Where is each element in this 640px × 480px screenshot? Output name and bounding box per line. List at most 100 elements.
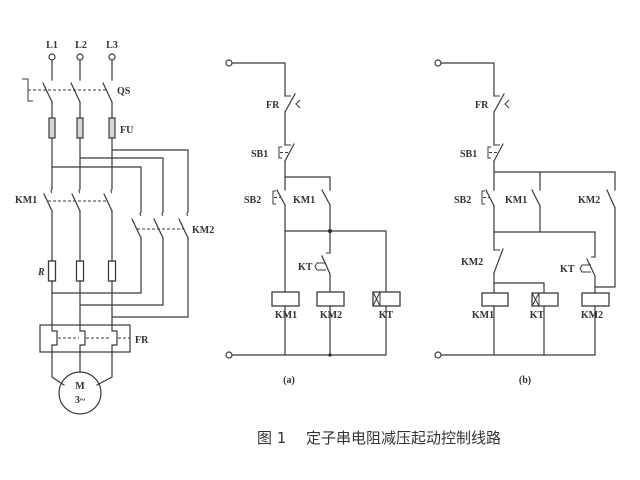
time-delay-coil-icon <box>372 291 381 307</box>
coil-km1 <box>481 292 509 307</box>
tap-wire-l2 <box>79 157 164 213</box>
km1-contact-label: KM1 <box>293 195 315 206</box>
km1-contact-label: KM1 <box>505 195 527 206</box>
supply-terminal-top <box>225 59 233 67</box>
coil-km2-label: KM2 <box>320 310 342 321</box>
control-circuit-b: FR SB1 SB2 KM1 KM2 KM2 KT <box>434 59 616 386</box>
junction-dot <box>328 229 332 233</box>
return-wire-l2 <box>79 237 164 306</box>
coil-km2 <box>581 292 610 307</box>
contactor-km2-main-contacts <box>131 211 189 239</box>
motor-leads <box>51 351 113 386</box>
fr-nc-contact-blade <box>284 93 296 113</box>
figure-title: 定子串电阻减压起动控制线路 <box>306 429 501 447</box>
terminal-l1 <box>48 53 56 61</box>
isolator-qs <box>22 59 113 103</box>
sb1-contact-blade <box>493 143 504 162</box>
supply-terminal-bottom <box>434 351 442 359</box>
wire <box>440 305 596 356</box>
supply-terminal-bottom <box>225 351 233 359</box>
resistor-l1 <box>47 260 57 282</box>
sb1-label: SB1 <box>460 149 477 160</box>
coil-km1 <box>271 291 300 307</box>
wire <box>231 62 286 97</box>
km2-nc-contact-blade <box>493 248 504 274</box>
control-circuit-a: FR SB1 SB2 KM1 KT KM1 KM2 KT <box>225 59 401 386</box>
pushbutton-icon <box>278 146 282 159</box>
caption-b: (b) <box>519 375 531 386</box>
pushbutton-icon <box>487 146 491 159</box>
time-delay-icon <box>579 264 591 273</box>
kt-contact-blade <box>321 255 331 275</box>
fixed-contact <box>139 211 189 217</box>
thermal-actuator-icon <box>504 99 510 109</box>
motor-name: M <box>75 381 85 392</box>
wire <box>284 160 331 191</box>
kt-contact-label: KT <box>560 264 575 275</box>
fuse-l1 <box>48 117 56 139</box>
km2-no-contact-label: KM2 <box>578 195 600 206</box>
fuse-label: FU <box>120 125 133 136</box>
motor-type: 3~ <box>75 395 86 406</box>
fr-nc-contact-blade <box>493 93 505 113</box>
fr-contact-label: FR <box>266 100 280 111</box>
wire <box>493 160 616 191</box>
caption-a: (a) <box>283 375 295 386</box>
pushbutton-icon <box>481 190 485 205</box>
km2-holding-contact-blade <box>606 189 616 209</box>
wire <box>493 272 545 294</box>
coil-km1-label: KM1 <box>275 310 297 321</box>
kt-contact-blade <box>586 258 596 277</box>
heater-element <box>51 324 58 353</box>
tap-wire-l3 <box>111 149 189 213</box>
wire <box>51 280 113 326</box>
junction-dot <box>328 353 332 357</box>
sb1-contact-blade <box>284 143 295 162</box>
sb1-label: SB1 <box>251 149 268 160</box>
phase-label-l2: L2 <box>75 40 87 51</box>
contactor-km1-label: KM1 <box>15 195 37 206</box>
time-delay-icon <box>314 262 326 271</box>
phase-label-l3: L3 <box>106 40 118 51</box>
tap-wire-l1 <box>51 166 142 213</box>
wire <box>231 305 387 356</box>
terminal-l2 <box>76 53 84 61</box>
wire <box>51 210 113 262</box>
contactor-km2-label: KM2 <box>192 225 214 236</box>
heater-element <box>79 324 86 353</box>
motor-icon <box>58 371 102 415</box>
coil-km2 <box>316 291 345 307</box>
fuse-l3 <box>108 117 116 139</box>
sb2-label: SB2 <box>244 195 261 206</box>
isolator-label: QS <box>117 86 131 97</box>
resistor-label: R <box>37 267 45 278</box>
wire <box>284 204 387 293</box>
fuse-l2 <box>76 117 84 139</box>
wire <box>51 137 113 190</box>
supply-terminal-top <box>434 59 442 67</box>
km2-nc-contact-label: KM2 <box>461 257 483 268</box>
km1-holding-contact-blade <box>531 189 541 207</box>
wire <box>51 101 113 119</box>
coil-km1-label: KM1 <box>472 310 494 321</box>
phase-label-l1: L1 <box>46 40 58 51</box>
switch-blade <box>42 82 113 103</box>
wire <box>493 205 616 288</box>
overload-relay-fr <box>39 324 131 353</box>
return-wire-l1 <box>51 237 142 294</box>
coil-kt-label: KT <box>530 310 545 321</box>
fr-contact-label: FR <box>475 100 489 111</box>
sb2-label: SB2 <box>454 195 471 206</box>
wire <box>51 59 113 81</box>
figure-number: 图 1 <box>257 429 286 447</box>
coil-km2-label: KM2 <box>581 310 603 321</box>
pushbutton-icon <box>272 190 276 205</box>
return-wire-l3 <box>111 237 189 318</box>
resistor-l2 <box>75 260 85 282</box>
resistor-l3 <box>107 260 117 282</box>
main-power-circuit: L1 L2 L3 QS FU KM1 <box>15 40 214 415</box>
fixed-contact <box>50 188 113 194</box>
kt-contact-label: KT <box>298 262 313 273</box>
time-delay-coil-icon <box>531 292 540 307</box>
